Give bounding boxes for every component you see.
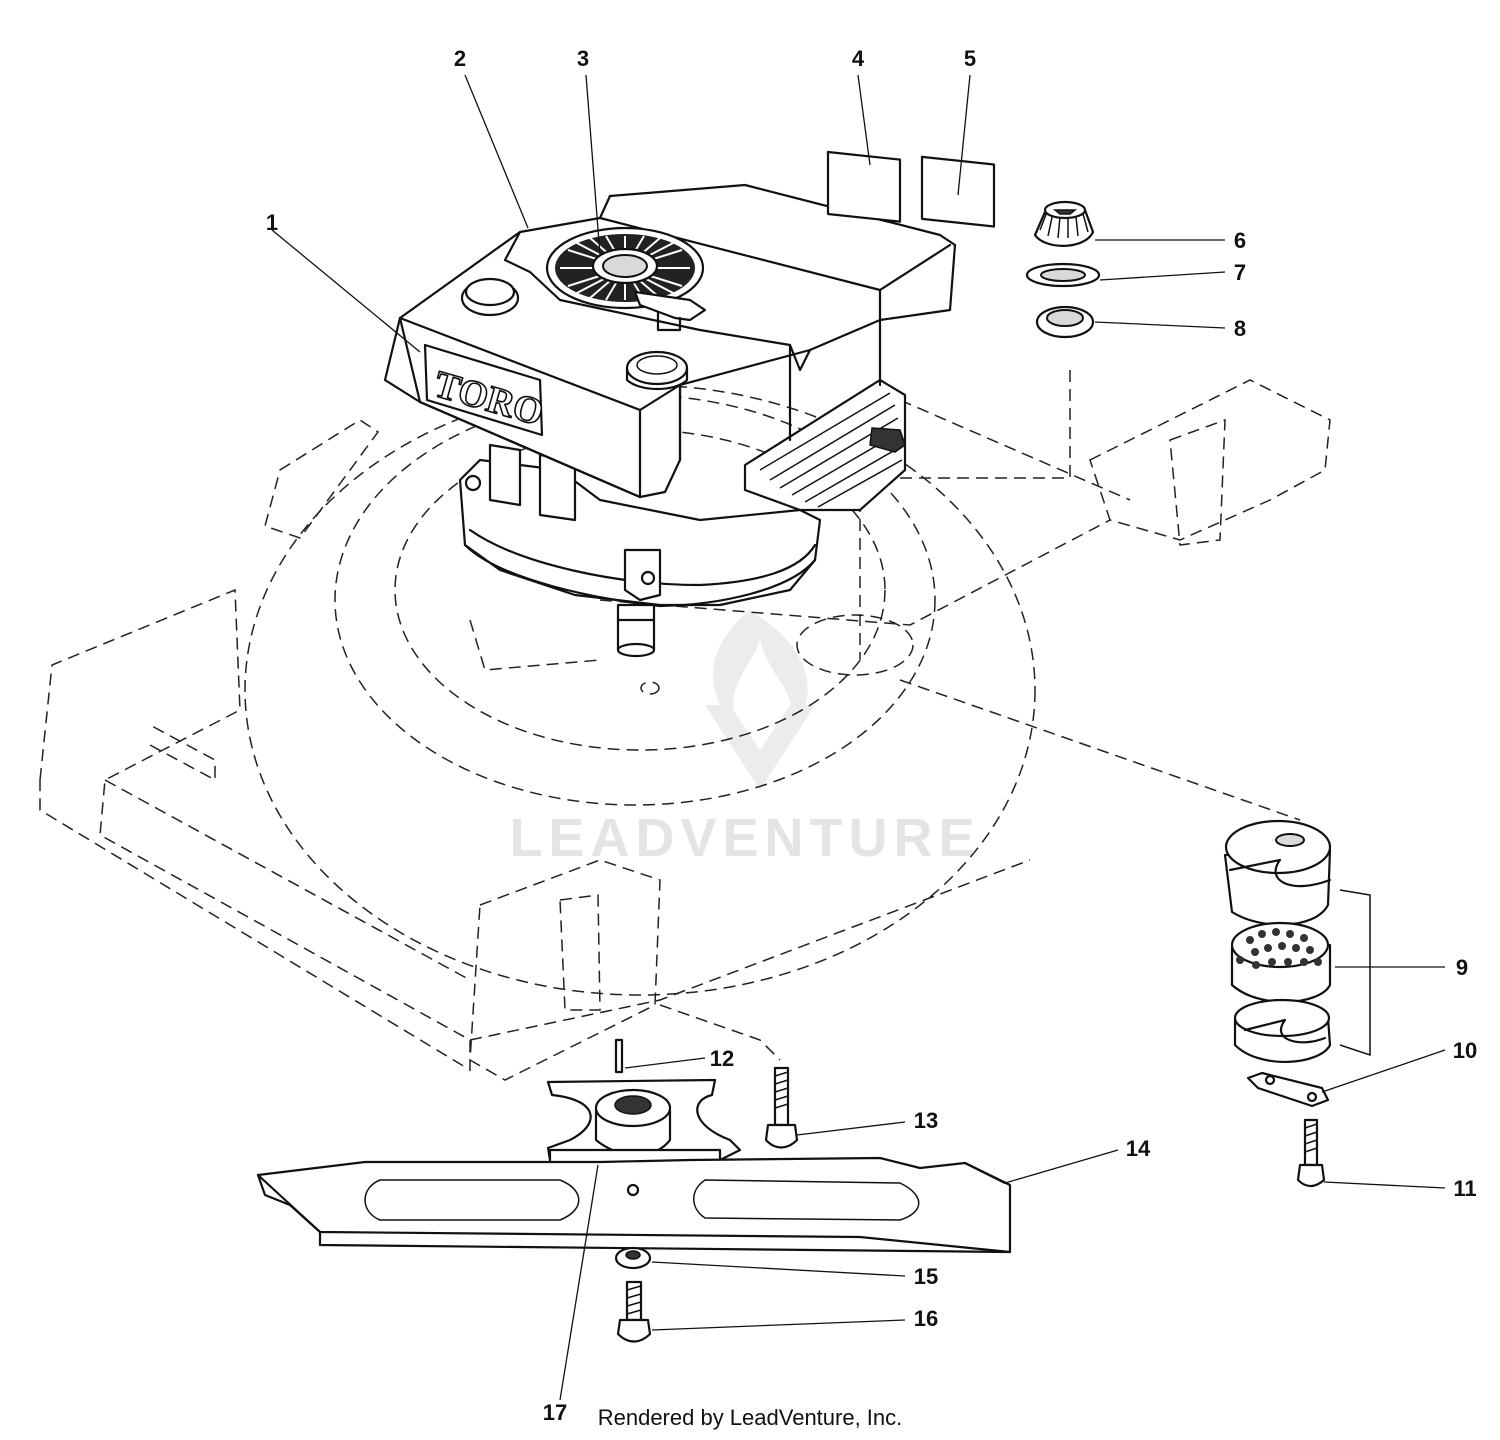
label-part-5: 5 [964, 46, 976, 71]
label-part-16: 16 [914, 1306, 938, 1331]
label-part-3: 3 [577, 46, 589, 71]
label-part-13: 13 [914, 1108, 938, 1133]
label-part-12: 12 [710, 1046, 734, 1071]
decal-4 [826, 150, 902, 223]
washer-15 [614, 1246, 652, 1270]
bracket-10 [1246, 1071, 1330, 1108]
air-cleaner [1223, 819, 1371, 1064]
label-part-15: 15 [914, 1264, 938, 1289]
spark-plug [869, 427, 906, 453]
engine-assembly: TORO [383, 183, 957, 658]
label-part-14: 14 [1126, 1136, 1151, 1161]
recoil-starter [545, 226, 705, 310]
label-part-1: 1 [266, 210, 278, 235]
screw-16 [616, 1280, 652, 1343]
label-part-6: 6 [1234, 228, 1246, 253]
watermark-text: LEADVENTURE [509, 808, 980, 868]
footer-credit: Rendered by LeadVenture, Inc. [598, 1405, 903, 1430]
key-12 [614, 1038, 624, 1074]
label-part-9: 9 [1456, 955, 1468, 980]
screw-11 [1296, 1118, 1326, 1188]
watermark: LEADVENTURE [509, 610, 980, 868]
screw-13 [764, 1066, 799, 1149]
mower-deck [39, 370, 1331, 1081]
label-part-7: 7 [1234, 260, 1246, 285]
crankshaft [616, 603, 656, 652]
seal-washer [1035, 305, 1095, 339]
blade-adapter [546, 1078, 742, 1167]
fuel-cap [1033, 200, 1095, 247]
label-part-2: 2 [454, 46, 466, 71]
fuel-cap-gasket [1025, 262, 1101, 288]
blade [256, 1156, 1012, 1254]
label-part-8: 8 [1234, 316, 1246, 341]
leader-lines [271, 74, 1446, 1401]
starter-handle [633, 290, 707, 322]
part-labels: 1 2 3 4 5 6 7 8 9 10 11 12 13 14 15 16 1… [266, 46, 1477, 1425]
fuel-filler-neck [625, 350, 689, 386]
label-part-11: 11 [1453, 1176, 1476, 1201]
label-part-10: 10 [1453, 1038, 1477, 1063]
cylinder-head [743, 378, 907, 512]
label-part-17: 17 [543, 1400, 567, 1425]
label-part-4: 4 [852, 46, 865, 71]
brand-plate [423, 343, 544, 437]
